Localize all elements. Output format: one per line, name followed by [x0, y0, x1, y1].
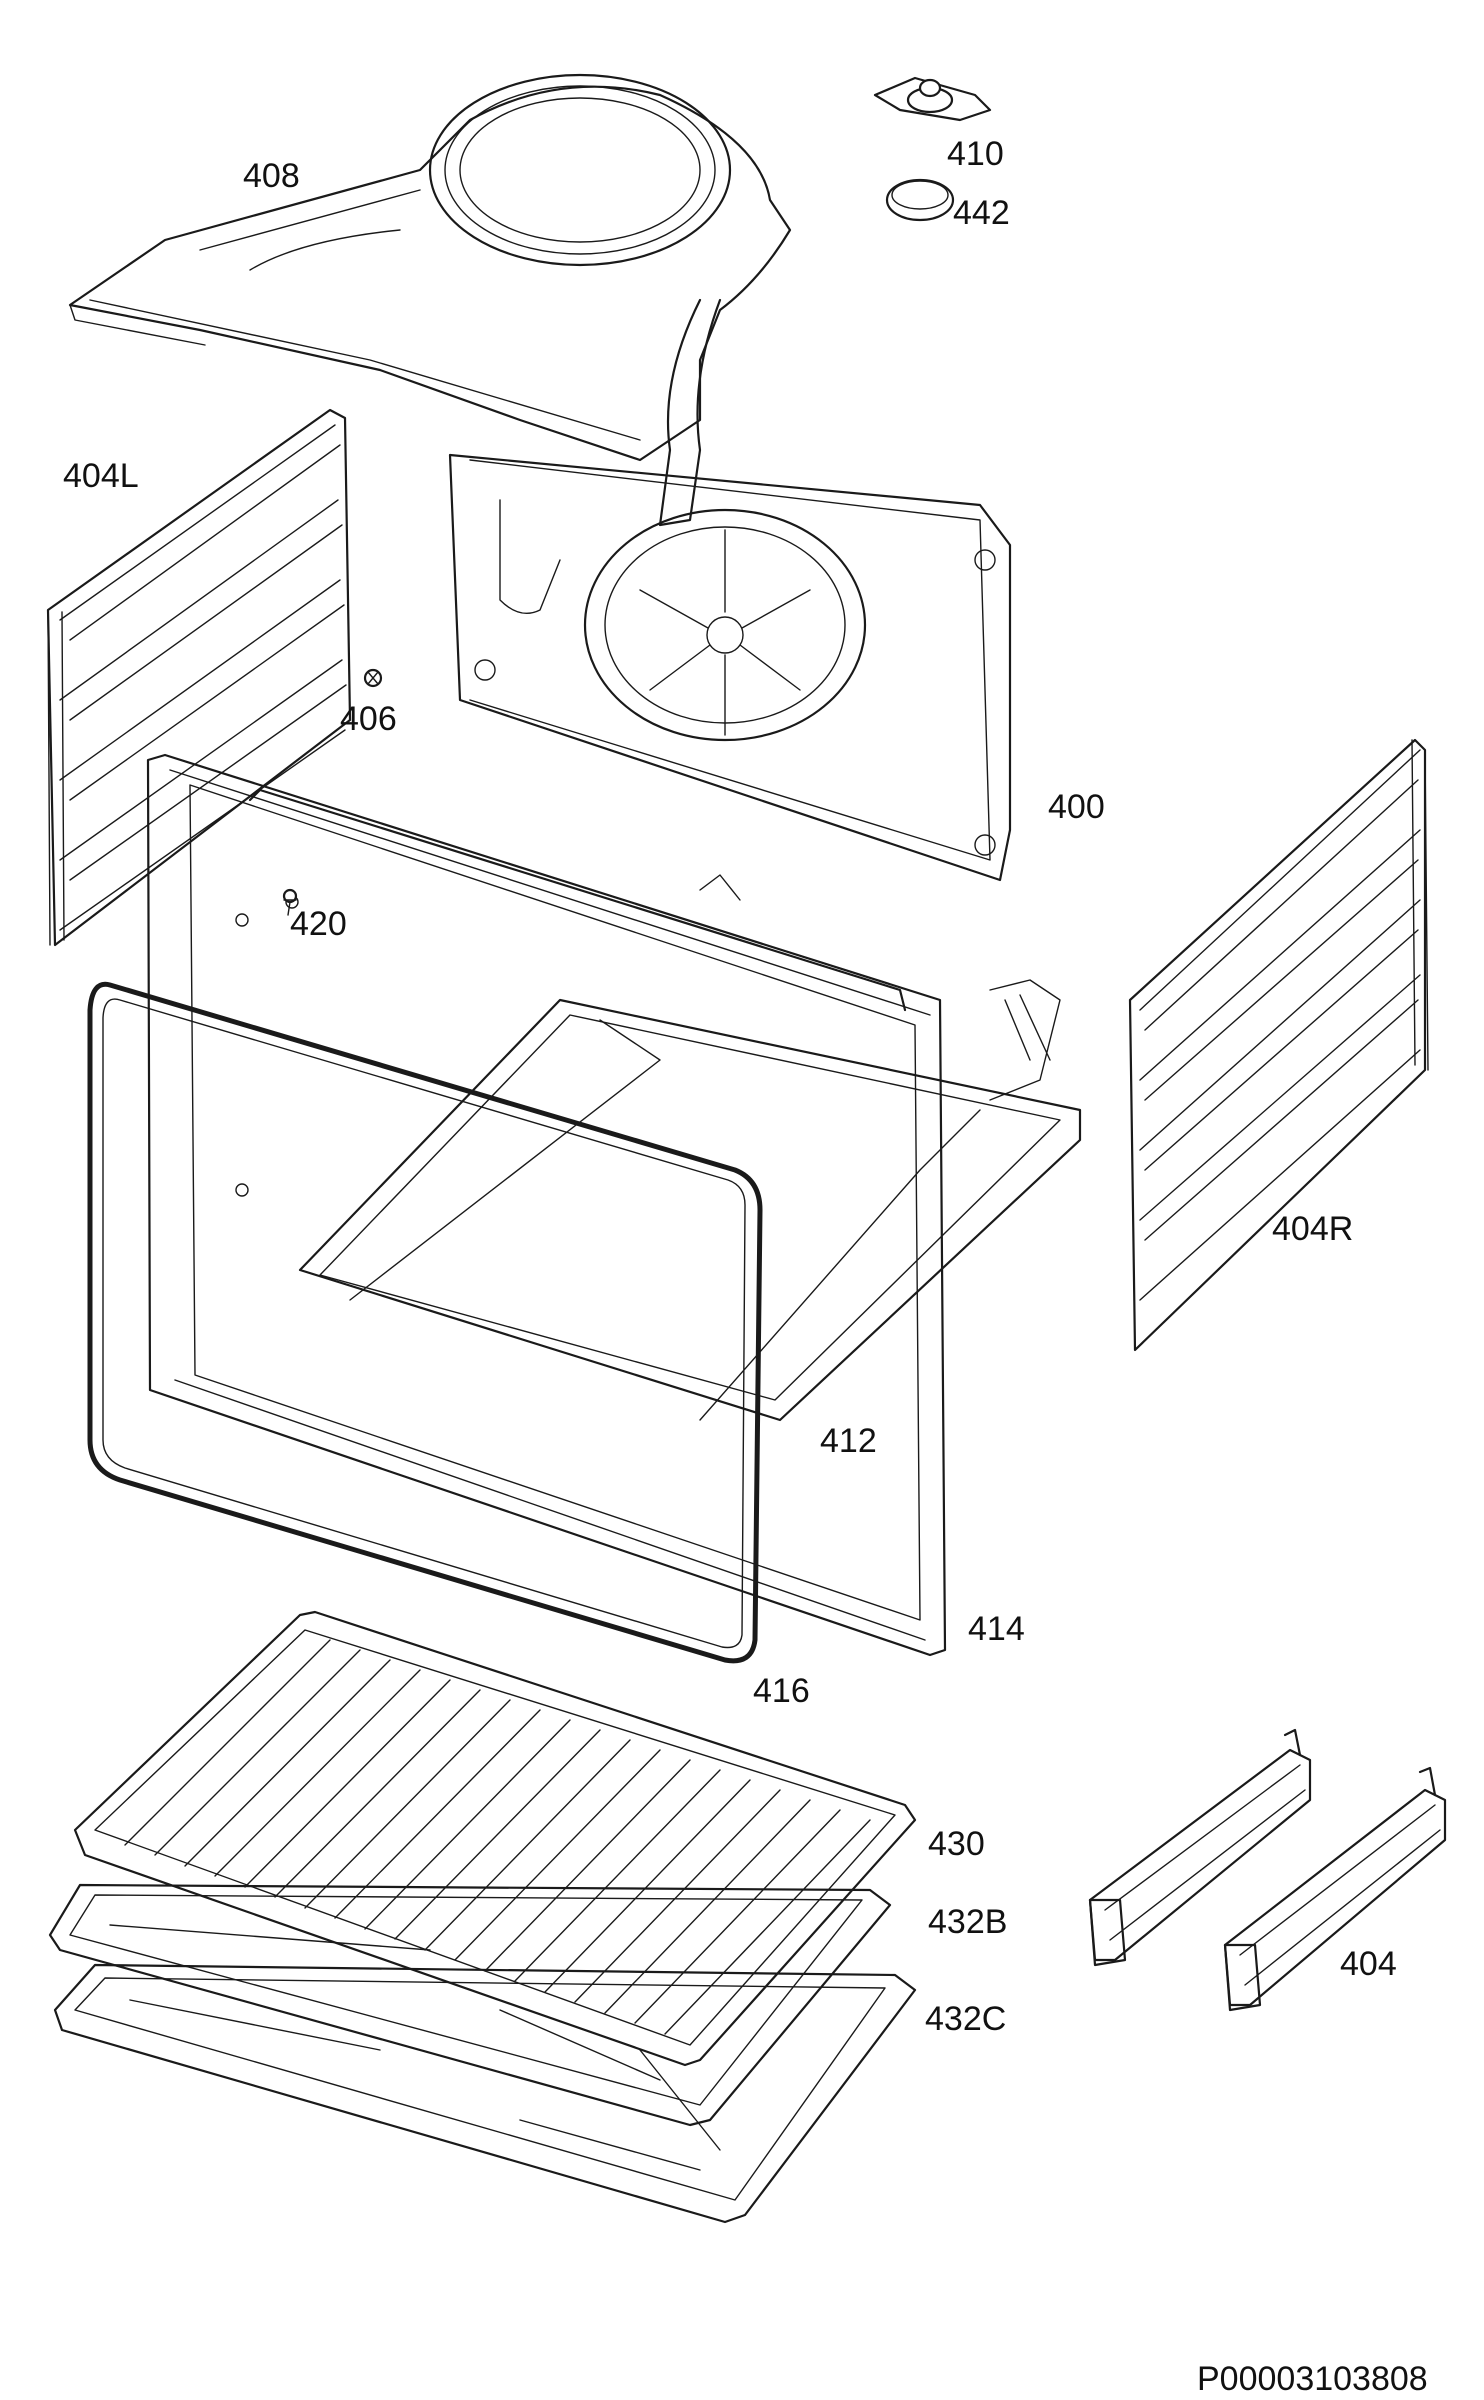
part-420-screw — [282, 888, 298, 916]
part-406-nut — [363, 668, 383, 688]
part-408-fan-cover — [68, 73, 792, 527]
label-404R: 404R — [1272, 1210, 1353, 1248]
label-420: 420 — [290, 905, 347, 943]
label-432B: 432B — [928, 1903, 1007, 1941]
label-442: 442 — [953, 194, 1010, 232]
label-412: 412 — [820, 1422, 877, 1460]
label-406: 406 — [340, 700, 397, 738]
part-432B-tray — [48, 1883, 892, 2127]
label-416: 416 — [753, 1672, 810, 1710]
label-414: 414 — [968, 1610, 1025, 1648]
part-442-seal — [885, 178, 955, 222]
label-400: 400 — [1048, 788, 1105, 826]
part-414-cavity-frame — [146, 753, 947, 1657]
part-416-door-seal — [87, 981, 763, 1664]
label-404L: 404L — [63, 457, 139, 495]
part-400-back-panel — [448, 453, 1012, 882]
label-410: 410 — [947, 135, 1004, 173]
drawing-code: P00003103808 — [1197, 2360, 1428, 2398]
label-408: 408 — [243, 157, 300, 195]
part-404-telescopic-runners — [1088, 1728, 1447, 2012]
part-430-wire-grill — [73, 1610, 917, 2067]
part-432C-tray — [53, 1963, 917, 2224]
part-412-shelf-frame — [298, 979, 1082, 1422]
part-404L-left-runner — [46, 408, 352, 947]
label-430: 430 — [928, 1825, 985, 1863]
grill-wires — [124, 1639, 871, 2035]
part-404R-right-runner — [1128, 738, 1429, 1352]
part-410-sensor — [873, 76, 992, 122]
label-404: 404 — [1340, 1945, 1397, 1983]
label-432C: 432C — [925, 2000, 1006, 2038]
